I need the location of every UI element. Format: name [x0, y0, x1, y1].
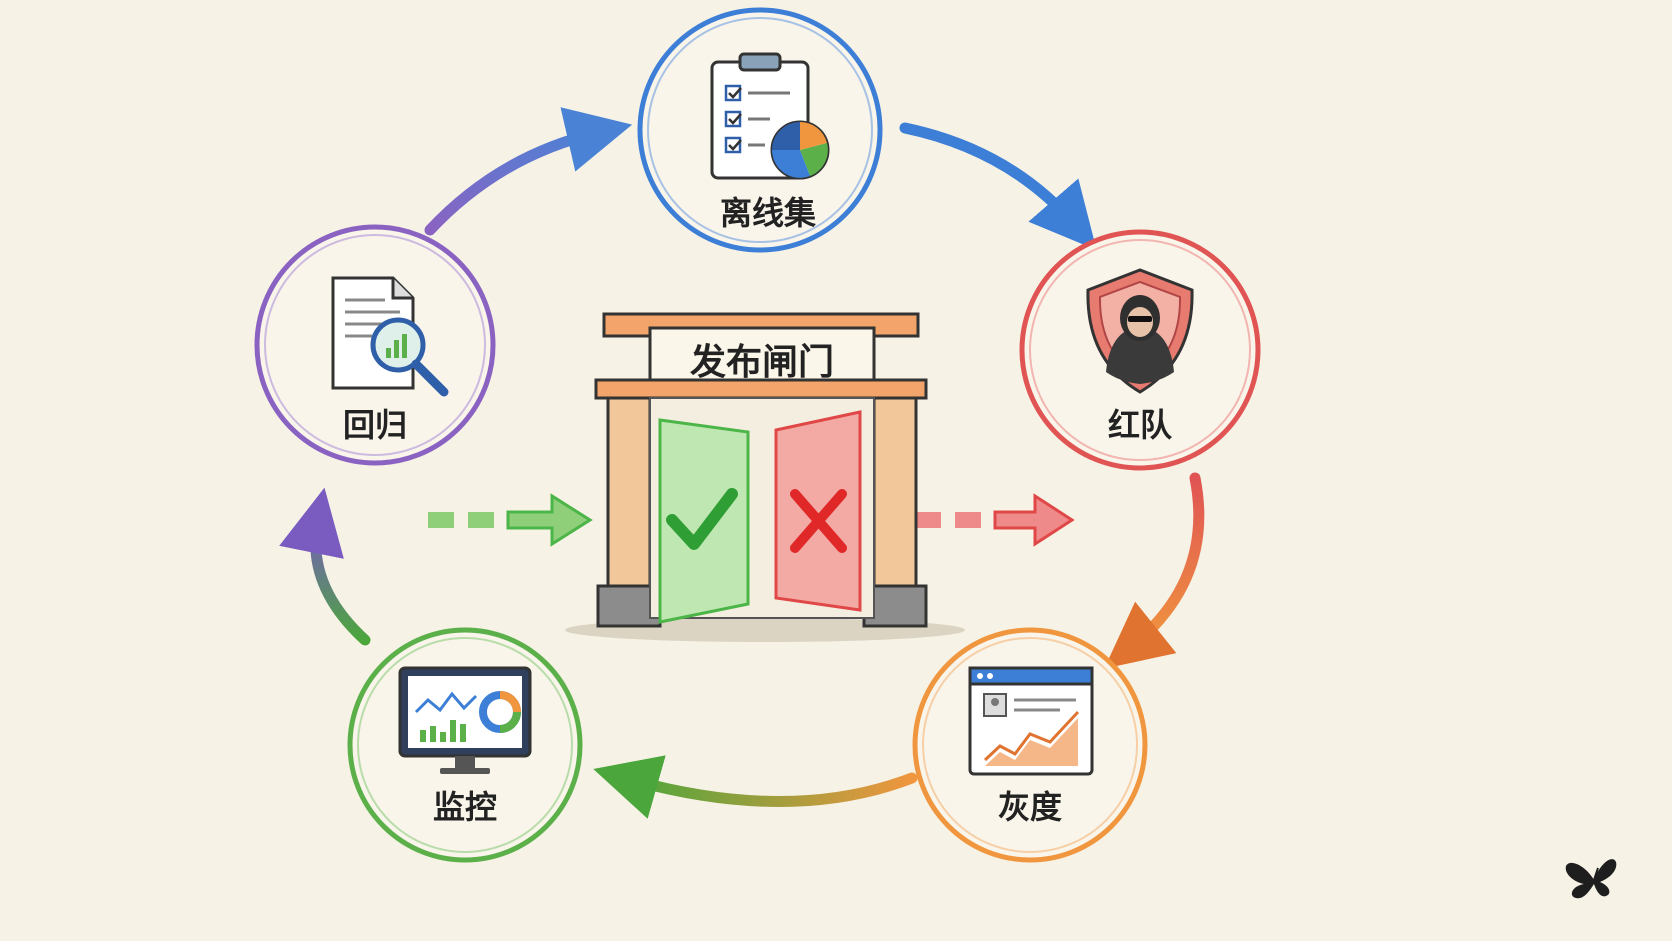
browser-chart-icon	[968, 666, 1094, 776]
monitor-dashboard-icon	[398, 666, 532, 774]
node-offline-label: 离线集	[720, 194, 816, 232]
document-magnifier-icon	[331, 276, 449, 397]
arrow-canary-to-monitor	[593, 755, 918, 819]
node-offline: 离线集	[637, 7, 883, 253]
butterfly-logo-icon	[1565, 859, 1617, 899]
arrow-redteam-to-canary	[1104, 472, 1205, 669]
cycle-arrows	[279, 107, 1205, 819]
node-redteam: 红队	[1019, 229, 1261, 471]
fail-arrow	[915, 493, 1075, 547]
clipboard-chart-icon	[710, 52, 830, 180]
fail-door	[774, 410, 862, 612]
node-canary: 灰度	[912, 627, 1148, 863]
node-canary-label: 灰度	[998, 788, 1062, 826]
node-redteam-label: 红队	[1108, 406, 1173, 444]
hacker-shield-icon	[1086, 268, 1194, 394]
check-icon	[666, 488, 738, 550]
node-monitor-label: 监控	[433, 788, 497, 826]
node-monitor: 监控	[347, 627, 583, 863]
arrow-regression-to-offline	[424, 107, 633, 236]
arrow-monitor-to-regression	[279, 487, 371, 646]
cross-icon	[790, 489, 847, 553]
release-gate: 发布闸门	[565, 312, 965, 642]
arrow-offline-to-redteam	[899, 122, 1097, 250]
gate-title: 发布闸门	[690, 342, 834, 383]
node-regression: 回归	[254, 224, 496, 466]
pass-arrow	[428, 493, 593, 547]
node-regression-label: 回归	[343, 406, 407, 444]
